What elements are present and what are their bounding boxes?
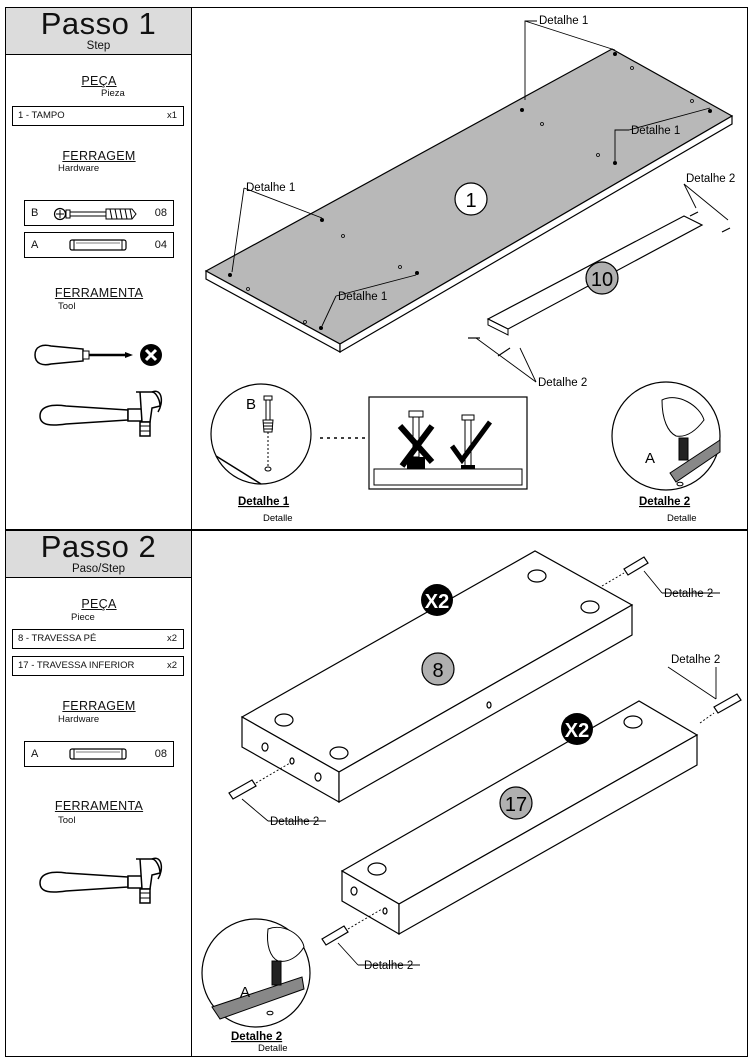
part-label: 8 - TRAVESSA PÉ (18, 633, 97, 644)
hammer-icon (39, 857, 163, 904)
parts-subheading: Pieza (101, 88, 125, 99)
detail-2-caption-sub: Detalle (258, 1043, 288, 1054)
step-2-panel: Passo 2 Paso/Step PEÇA Piece 8 - TRAVESS… (5, 529, 748, 1057)
detail-2-caption: Detalhe 2 (231, 1031, 282, 1043)
hardware-letter: A (31, 239, 39, 251)
part-item: 8 - TRAVESSA PÉ x2 (12, 629, 184, 649)
step-1-title-box: Passo 1 Step (6, 6, 191, 55)
part-number: 17 (505, 794, 527, 816)
tools-heading: FERRAMENTA (54, 799, 144, 813)
dowel-icon (69, 748, 127, 760)
step-2-sidebar: Passo 2 Paso/Step PEÇA Piece 8 - TRAVESS… (6, 529, 192, 1056)
parts-subheading: Piece (71, 612, 95, 623)
parts-heading: PEÇA (81, 597, 117, 611)
part-number-badge (585, 261, 619, 295)
detail-1-callout: Detalhe 1 (338, 291, 387, 303)
hardware-letter: A (31, 748, 39, 760)
screw-icon (53, 207, 137, 221)
dowel-icon (69, 239, 127, 251)
step-subtitle: Paso/Step (71, 563, 126, 575)
tools-subheading: Tool (58, 815, 76, 826)
part-number: 8 (432, 660, 443, 682)
detail-1-caption: Detalhe 1 (238, 496, 290, 508)
detail-2-callout: Detalhe 2 (664, 588, 713, 600)
detail-2-caption-sub: Detalle (667, 513, 697, 524)
step-2-illustration: X2 8 X2 17 (201, 550, 742, 1054)
detail-2-callout: Detalhe 2 (364, 960, 413, 972)
step-1-illustration: 1 10 (204, 15, 735, 524)
hardware-qty: 04 (154, 239, 167, 251)
detail-2-callout: Detalhe 2 (671, 654, 720, 666)
hardware-letter: B (31, 207, 39, 219)
hardware-qty: 08 (154, 748, 167, 760)
parts-heading: PEÇA (81, 74, 117, 88)
step-1-sidebar: Passo 1 Step PEÇA Pieza 1 - TAMPO x1 FER… (6, 6, 192, 529)
hammer-icon (39, 390, 163, 437)
part-label: 17 - TRAVESSA INFERIOR (18, 660, 135, 671)
step-title: Passo 1 (40, 6, 157, 41)
step-title: Passo 2 (40, 529, 157, 564)
part-label: 1 - TAMPO (18, 110, 65, 121)
hardware-item-b: B 08 (24, 200, 174, 226)
detail-1-callout: Detalhe 1 (631, 125, 680, 137)
hardware-heading: FERRAGEM (62, 699, 136, 713)
hardware-subheading: Hardware (58, 714, 100, 725)
detail-2-caption: Detalhe 2 (639, 496, 690, 508)
part-qty: x1 (166, 110, 177, 121)
hardware-item-a: A 08 (24, 741, 174, 767)
detail-2-callout: Detalhe 2 (686, 173, 735, 185)
multiplier-badge (421, 584, 453, 616)
detail-1-inset (210, 383, 312, 485)
screw-correct-wrong-inset (368, 396, 528, 490)
part-number-badge (499, 786, 533, 820)
detail-2-inset (611, 381, 721, 491)
detail-2-callout: Detalhe 2 (538, 377, 587, 389)
multiplier: X2 (565, 720, 589, 742)
part-number: 10 (591, 269, 613, 291)
part-number-badge (454, 182, 488, 216)
part-number: 1 (465, 190, 476, 212)
part-item: 17 - TRAVESSA INFERIOR x2 (12, 656, 184, 676)
part-item: 1 - TAMPO x1 (12, 106, 184, 126)
step-subtitle: Step (86, 40, 111, 52)
detail-1-callout: Detalhe 1 (539, 15, 588, 27)
forbidden-icon (140, 344, 162, 366)
multiplier: X2 (425, 591, 449, 613)
hardware-qty: 08 (154, 207, 167, 219)
tools-subheading: Tool (58, 301, 76, 312)
screwdriver-icon (34, 344, 133, 366)
hardware-heading: FERRAGEM (62, 149, 136, 163)
inset-letter: B (246, 396, 256, 413)
inset-letter: A (645, 450, 655, 467)
multiplier-badge (561, 713, 593, 745)
step-1-panel: Passo 1 Step PEÇA Pieza 1 - TAMPO x1 FER… (5, 6, 748, 530)
tools-heading: FERRAMENTA (54, 286, 144, 300)
hardware-subheading: Hardware (58, 163, 100, 174)
hardware-item-a: A 04 (24, 232, 174, 258)
detail-1-caption-sub: Detalle (263, 513, 293, 524)
step-2-diagram: X2 8 X2 17 (192, 531, 747, 1056)
step-1-diagram: 1 10 (192, 8, 747, 529)
dowels (228, 556, 742, 946)
detail-2-inset (201, 918, 311, 1028)
detail-2-callout: Detalhe 2 (270, 816, 319, 828)
part-qty: x2 (166, 633, 177, 644)
step-2-title-box: Passo 2 Paso/Step (6, 529, 191, 578)
inset-letter: A (240, 984, 250, 1001)
part-number-badge (421, 652, 455, 686)
part-qty: x2 (166, 660, 177, 671)
detail-1-callout: Detalhe 1 (246, 182, 295, 194)
